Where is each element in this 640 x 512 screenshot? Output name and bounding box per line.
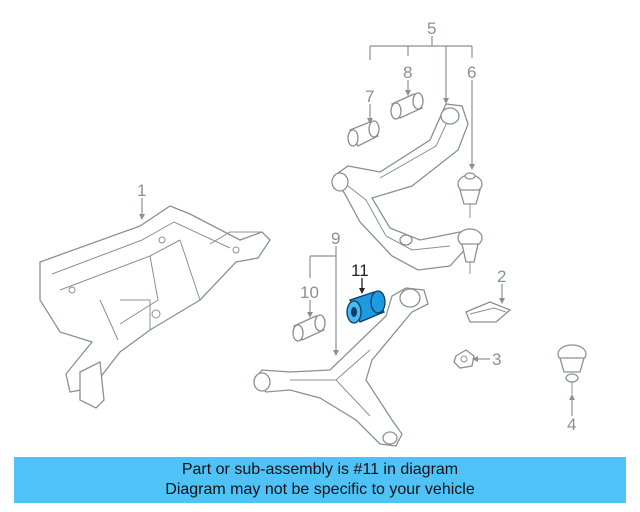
callout-7: 7 (365, 87, 374, 106)
bushing-11-highlighted-part (346, 290, 386, 324)
part-4-ball-joint (557, 344, 587, 394)
callout-10: 10 (300, 283, 319, 302)
upper-control-arm-part (331, 103, 469, 271)
callout-4: 4 (567, 415, 576, 434)
upper-ball-joint-part (457, 172, 483, 218)
part-3-nut (453, 349, 475, 369)
callout-1: 1 (137, 181, 146, 200)
part-2 (465, 301, 512, 323)
lower-control-arm-part (253, 287, 429, 447)
callout-5: 5 (427, 19, 436, 38)
callout-8: 8 (403, 63, 412, 82)
lower-ball-joint-nut-part (457, 228, 483, 274)
callout-labels: 1 5 6 7 8 9 10 11 2 3 4 (137, 19, 576, 434)
callout-2: 2 (497, 267, 506, 286)
bushing-7-part (347, 120, 380, 147)
bushing-8-part (390, 92, 424, 120)
banner-line-1: Part or sub-assembly is #11 in diagram (181, 461, 459, 478)
subframe-part (39, 205, 271, 409)
bushing-10-part (292, 314, 326, 342)
callout-9: 9 (331, 229, 340, 248)
banner-line-2: Diagram may not be specific to your vehi… (165, 481, 475, 498)
callout-lines (141, 36, 573, 416)
callout-6: 6 (467, 63, 476, 82)
callout-3: 3 (492, 350, 501, 369)
callout-arrowheads (139, 90, 575, 400)
info-banner: Part or sub-assembly is #11 in diagram D… (14, 457, 626, 503)
callout-11: 11 (351, 261, 369, 280)
